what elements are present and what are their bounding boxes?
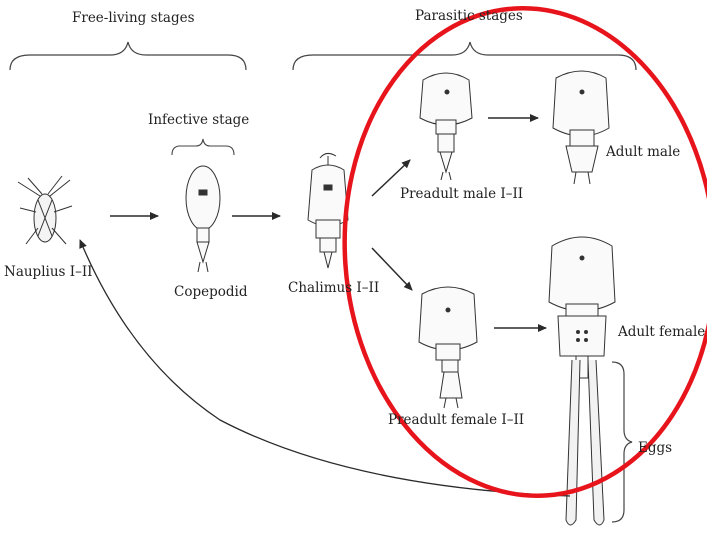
preadult-female-label: Preadult female I–II [388,414,524,428]
copepodid-drawing [186,166,220,272]
egg-string-left [566,360,580,525]
preadult-male-label: Preadult male I–II [400,188,523,202]
egg-string-right [588,360,604,525]
infective-stage-label: Infective stage [148,114,249,128]
eggs-bracket [612,362,632,522]
nauplius-label: Nauplius I–II [4,266,93,280]
preadult-male-drawing [420,73,472,180]
preadult-female-drawing [419,287,477,408]
eggs-label: Eggs [638,442,672,456]
adult-female-drawing [549,237,615,525]
nauplius-drawing [18,176,72,244]
arrow-eggs-to-nauplius [80,240,570,496]
highlight-ellipse [328,0,707,508]
infective-brace [172,139,234,155]
adult-male-label: Adult male [606,146,680,160]
adult-male-drawing [553,71,609,184]
parasitic-stages-label: Parasitic stages [415,10,523,24]
chalimus-drawing [308,153,348,268]
free-living-stages-label: Free-living stages [72,12,195,26]
copepodid-label: Copepodid [174,286,247,300]
parasitic-brace [293,42,636,70]
adult-female-label: Adult female [618,326,705,340]
chalimus-label: Chalimus I–II [288,282,379,296]
free-living-brace [10,42,246,70]
